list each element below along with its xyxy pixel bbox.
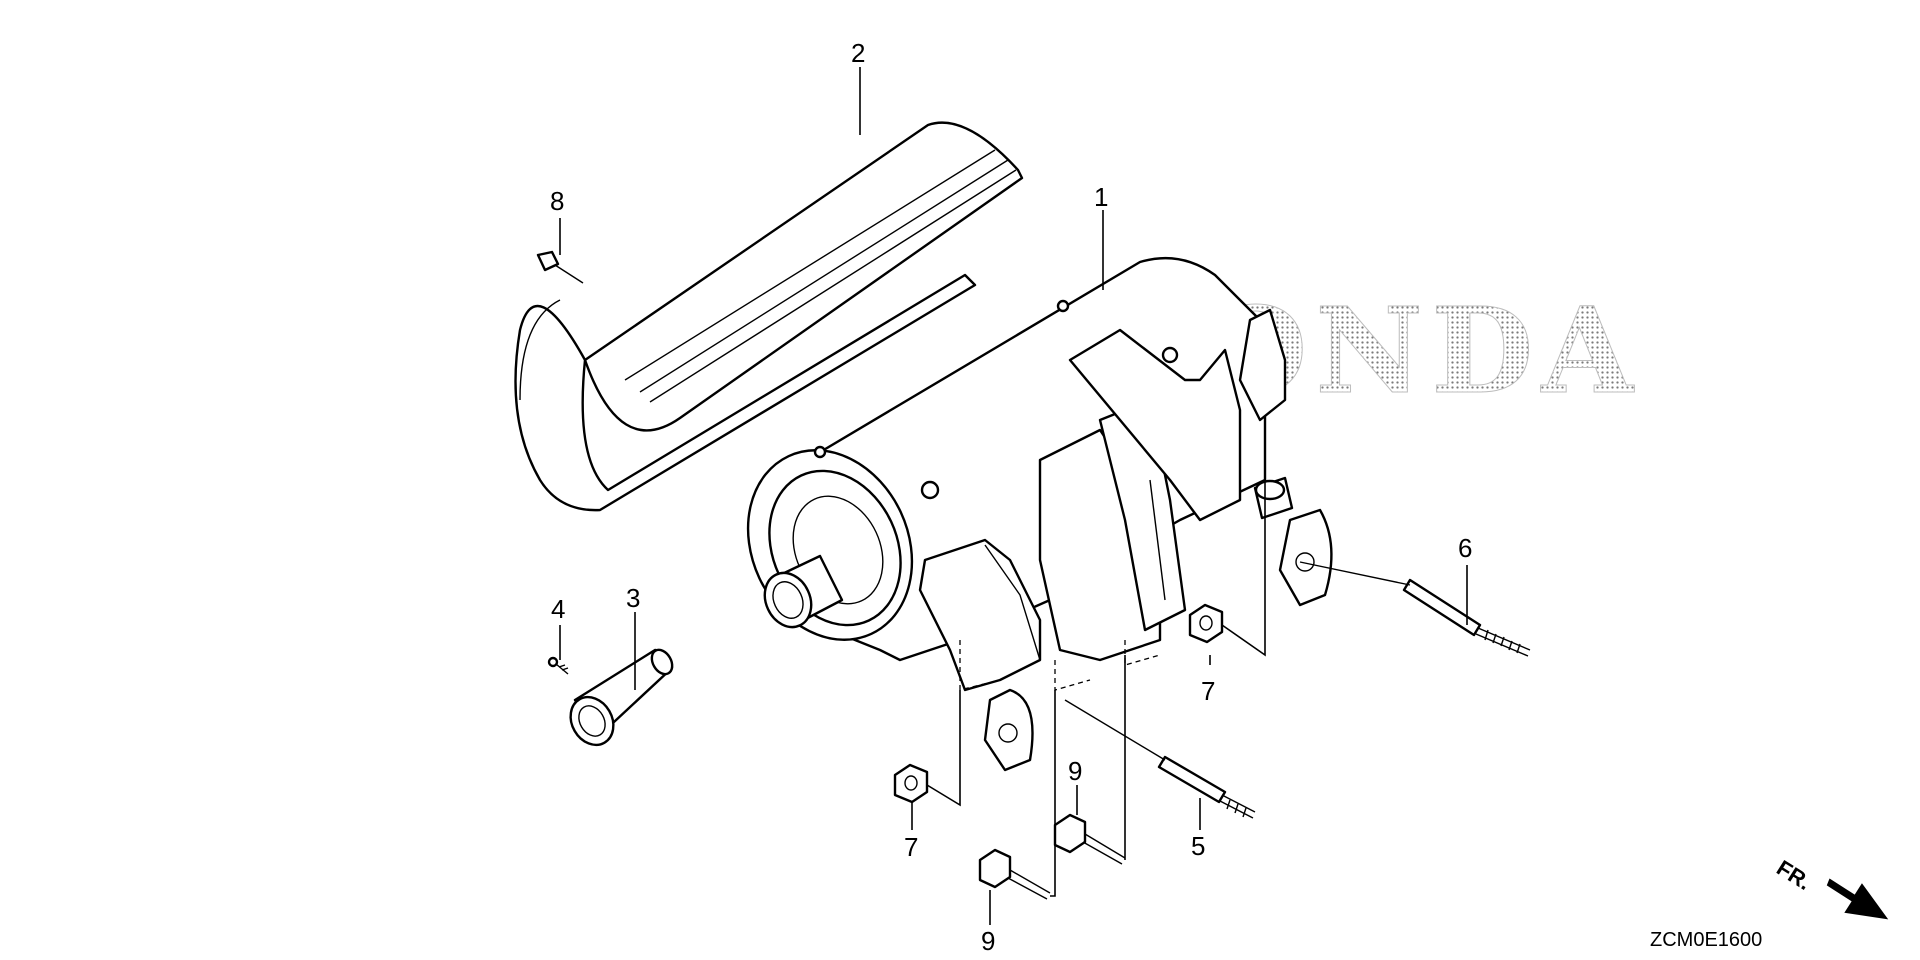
callout-6: 6 xyxy=(1458,533,1472,563)
muffler-part-1 xyxy=(746,256,1333,772)
callout-4: 4 xyxy=(551,594,565,624)
stud-part-5 xyxy=(1064,699,1256,819)
front-direction-indicator: FR. xyxy=(1772,855,1889,920)
bolt-part-9-lower xyxy=(978,690,1056,900)
stud-part-6 xyxy=(1299,561,1531,657)
callout-7-left: 7 xyxy=(904,832,918,862)
callout-5: 5 xyxy=(1191,831,1205,861)
callout-1: 1 xyxy=(1094,182,1108,212)
callout-8: 8 xyxy=(550,186,564,216)
callout-9-upper: 9 xyxy=(1068,756,1082,786)
heat-shield-part-2 xyxy=(514,121,1024,512)
front-arrow-icon xyxy=(1826,878,1889,920)
diagram-code: ZCM0E1600 xyxy=(1650,929,1762,951)
callout-7-right: 7 xyxy=(1201,676,1215,706)
bolt-part-8 xyxy=(536,250,584,284)
callout-3: 3 xyxy=(626,583,640,613)
spark-arrester-part-3 xyxy=(569,648,674,747)
nut-part-7-left xyxy=(893,690,961,807)
callout-9-lower: 9 xyxy=(981,926,995,956)
screw-part-4 xyxy=(547,656,569,675)
nut-part-7-right xyxy=(1188,480,1266,657)
front-label: FR. xyxy=(1772,855,1815,895)
callout-2: 2 xyxy=(851,38,865,68)
bolt-part-9-upper xyxy=(1053,655,1126,865)
